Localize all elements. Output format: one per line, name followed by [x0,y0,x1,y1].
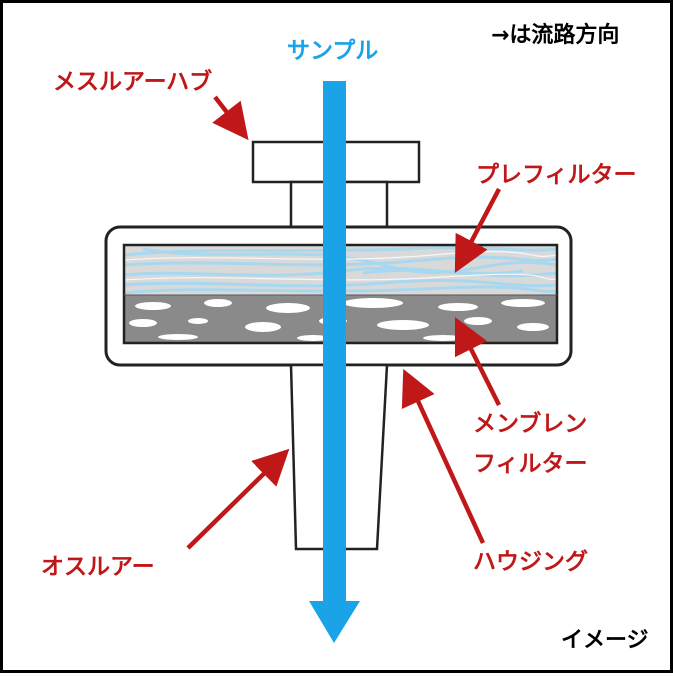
male-luer-label: オスルアー [41,554,155,580]
pointer-membrane [454,316,502,407]
pointer-prefilter [454,187,501,273]
pointer-male-luer [186,448,290,550]
female-luer-hub-label: メスルアーハブ [53,69,213,95]
sample-flow-arrowhead [309,601,360,643]
membrane-pores [129,298,549,341]
membrane-label-line1: メンブレン [473,411,588,437]
sample-flow-shaft [323,81,346,605]
pointer-housing [401,368,486,544]
image-note-label: イメージ [561,628,649,653]
housing-label: ハウジング [473,549,588,575]
flow-direction-note: →は流路方向 [491,23,620,48]
membrane-label-line2: フィルター [473,451,588,477]
prefilter-label: プレフィルター [476,162,637,188]
sample-label: サンプル [287,38,379,64]
filter-diagram [104,81,573,643]
pointer-female-luer-hub [212,95,249,141]
